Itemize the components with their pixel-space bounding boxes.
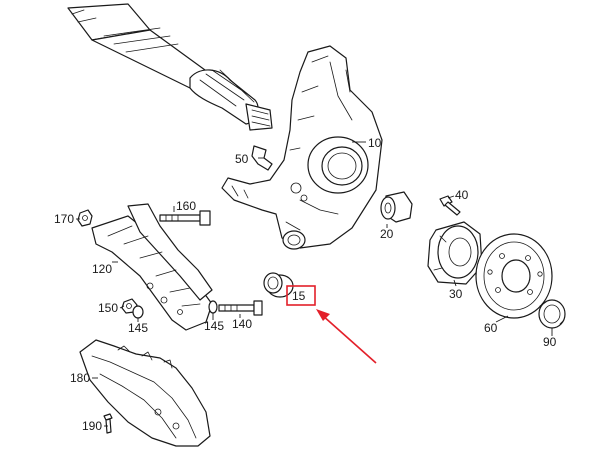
label-60: 60 (484, 321, 498, 335)
label-50: 50 (235, 152, 249, 166)
label-15: 15 (292, 289, 306, 303)
control-arm-120 (91, 203, 213, 331)
highlight-callout: 15 (286, 285, 377, 364)
bolt-140 (218, 300, 263, 316)
part-labels: 10 50 20 40 30 60 90 160 170 120 150 145… (54, 136, 557, 433)
label-10: 10 (368, 136, 382, 150)
cap-90 (538, 299, 566, 329)
label-145-left: 145 (128, 321, 148, 335)
label-180: 180 (70, 371, 90, 385)
leader-lines (76, 141, 553, 427)
bolt-160 (159, 210, 211, 226)
bolt-190 (103, 413, 113, 434)
highlight-arrow-head (316, 309, 330, 321)
hub-30 (427, 221, 483, 285)
shield-180 (79, 339, 211, 447)
knuckle-10 (221, 45, 383, 250)
nut-170 (77, 209, 93, 227)
highlight-box (286, 285, 316, 306)
bushing-15 (263, 272, 294, 298)
label-140: 140 (232, 317, 252, 331)
label-145-right: 145 (204, 319, 224, 333)
washer-145-right (208, 300, 218, 314)
label-40: 40 (455, 188, 469, 202)
drive-shaft (67, 3, 273, 131)
label-190: 190 (82, 419, 102, 433)
highlight-arrow-shaft (321, 314, 377, 364)
label-20: 20 (380, 227, 394, 241)
label-90: 90 (543, 335, 557, 349)
washer-145-left (132, 305, 144, 319)
bolt-40 (439, 195, 461, 216)
label-160: 160 (176, 199, 196, 213)
label-120: 120 (92, 262, 112, 276)
label-30: 30 (449, 287, 463, 301)
label-150: 150 (98, 301, 118, 315)
label-170: 170 (54, 212, 74, 226)
bushing-20 (380, 191, 413, 223)
disc-60 (475, 233, 553, 319)
